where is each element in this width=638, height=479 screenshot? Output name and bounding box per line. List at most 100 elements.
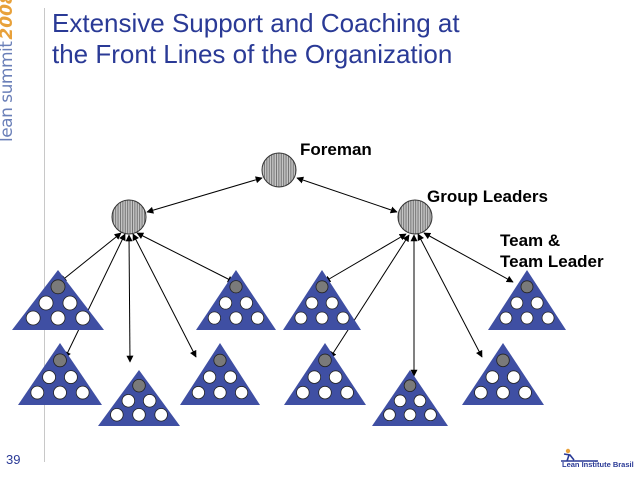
team-member-dot bbox=[307, 370, 322, 384]
team-member-dot bbox=[62, 295, 78, 311]
team-leader-dot bbox=[53, 353, 67, 368]
group-leaders-label: Group Leaders bbox=[427, 187, 548, 206]
team-member-dot bbox=[403, 408, 417, 422]
team-member-dot bbox=[235, 386, 249, 400]
arrow-3 bbox=[59, 232, 122, 283]
team-member-dot bbox=[520, 311, 534, 325]
team-member-dot bbox=[474, 385, 488, 400]
node-foreman bbox=[261, 152, 297, 188]
team-member-dot bbox=[499, 311, 513, 325]
team-member-dot bbox=[213, 386, 227, 400]
page-title: Extensive Support and Coaching at the Fr… bbox=[52, 8, 632, 70]
team-member-dot bbox=[64, 370, 78, 384]
team-member-dot bbox=[239, 296, 253, 310]
team-8 bbox=[284, 343, 366, 405]
page-number: 39 bbox=[6, 452, 21, 467]
arrow-6 bbox=[132, 233, 197, 358]
team-member-dot bbox=[315, 311, 329, 325]
team-leader-dot bbox=[318, 353, 332, 368]
team-member-dot bbox=[305, 296, 319, 310]
team-member-dot bbox=[75, 310, 91, 326]
title-line-1: Extensive Support and Coaching at bbox=[52, 8, 460, 38]
team-leader-dot bbox=[520, 280, 534, 294]
arrow-11 bbox=[417, 233, 483, 358]
team-label-line-2: Team Leader bbox=[500, 252, 604, 271]
team-label: Team & Team Leader bbox=[500, 230, 604, 272]
team-member-dot bbox=[485, 370, 500, 384]
team-member-dot bbox=[203, 370, 217, 384]
title-line-2: the Front Lines of the Organization bbox=[52, 39, 453, 69]
team-triangles bbox=[12, 270, 566, 426]
arrow-9 bbox=[329, 234, 410, 359]
team-member-dot bbox=[336, 311, 350, 325]
team-member-dot bbox=[219, 296, 233, 310]
team-member-dot bbox=[223, 370, 237, 384]
team-member-dot bbox=[393, 394, 407, 408]
team-member-dot bbox=[191, 386, 205, 400]
team-member-dot bbox=[325, 296, 339, 310]
team-7 bbox=[180, 343, 260, 405]
team-6 bbox=[98, 370, 180, 426]
arrow-12 bbox=[423, 232, 514, 283]
team-member-dot bbox=[318, 385, 332, 400]
team-member-dot bbox=[251, 311, 265, 325]
arrow-5 bbox=[125, 234, 134, 363]
team-member-dot bbox=[530, 296, 544, 310]
lean-institute-text: Lean Institute Brasil bbox=[562, 460, 634, 469]
team-member-dot bbox=[496, 385, 510, 400]
team-member-dot bbox=[328, 370, 343, 384]
team-member-dot bbox=[53, 385, 67, 400]
team-member-dot bbox=[121, 394, 136, 408]
team-1 bbox=[12, 270, 104, 330]
team-member-dot bbox=[142, 394, 157, 408]
team-leader-dot bbox=[213, 353, 227, 367]
team-member-dot bbox=[294, 311, 308, 325]
runner-icon bbox=[561, 448, 598, 462]
team-member-dot bbox=[38, 295, 54, 311]
team-member-dot bbox=[229, 311, 243, 325]
vertical-rule bbox=[44, 8, 45, 462]
team-member-dot bbox=[541, 311, 555, 325]
arrow-7 bbox=[136, 232, 235, 283]
connector-arrows bbox=[59, 176, 514, 377]
team-4 bbox=[488, 270, 566, 330]
arrow-4 bbox=[64, 233, 126, 359]
node-gl-left bbox=[111, 199, 147, 235]
foreman-label: Foreman bbox=[300, 140, 372, 159]
team-leader-dot bbox=[403, 379, 417, 392]
team-member-dot bbox=[75, 385, 90, 400]
team-member-dot bbox=[296, 385, 310, 400]
team-member-dot bbox=[42, 370, 56, 384]
node-gl-right bbox=[397, 199, 433, 235]
team-member-dot bbox=[30, 385, 45, 400]
team-member-dot bbox=[50, 310, 66, 326]
team-leader-dot bbox=[315, 280, 329, 294]
team-member-dot bbox=[383, 408, 396, 422]
team-5 bbox=[18, 343, 102, 405]
team-3 bbox=[283, 270, 361, 330]
team-leader-dot bbox=[50, 279, 66, 295]
leader-nodes bbox=[111, 152, 433, 235]
team-leader-dot bbox=[132, 378, 146, 393]
team-member-dot bbox=[413, 394, 427, 408]
team-10 bbox=[462, 343, 544, 405]
team-leader-dot bbox=[496, 353, 510, 368]
lean-institute-logo: Lean Institute Brasil bbox=[558, 448, 634, 472]
team-member-dot bbox=[25, 310, 41, 326]
team-member-dot bbox=[207, 311, 221, 325]
team-member-dot bbox=[518, 385, 532, 400]
team-member-dot bbox=[110, 408, 124, 422]
team-member-dot bbox=[340, 385, 354, 400]
team-leader-dot bbox=[229, 280, 243, 294]
team-member-dot bbox=[510, 296, 524, 310]
team-label-line-1: Team & bbox=[500, 231, 561, 250]
team-member-dot bbox=[154, 408, 168, 422]
team-9 bbox=[372, 370, 448, 426]
team-member-dot bbox=[424, 408, 437, 422]
team-2 bbox=[196, 270, 276, 330]
team-member-dot bbox=[506, 370, 521, 384]
team-member-dot bbox=[132, 408, 146, 422]
arrow-2 bbox=[296, 176, 398, 214]
arrow-1 bbox=[146, 176, 263, 214]
